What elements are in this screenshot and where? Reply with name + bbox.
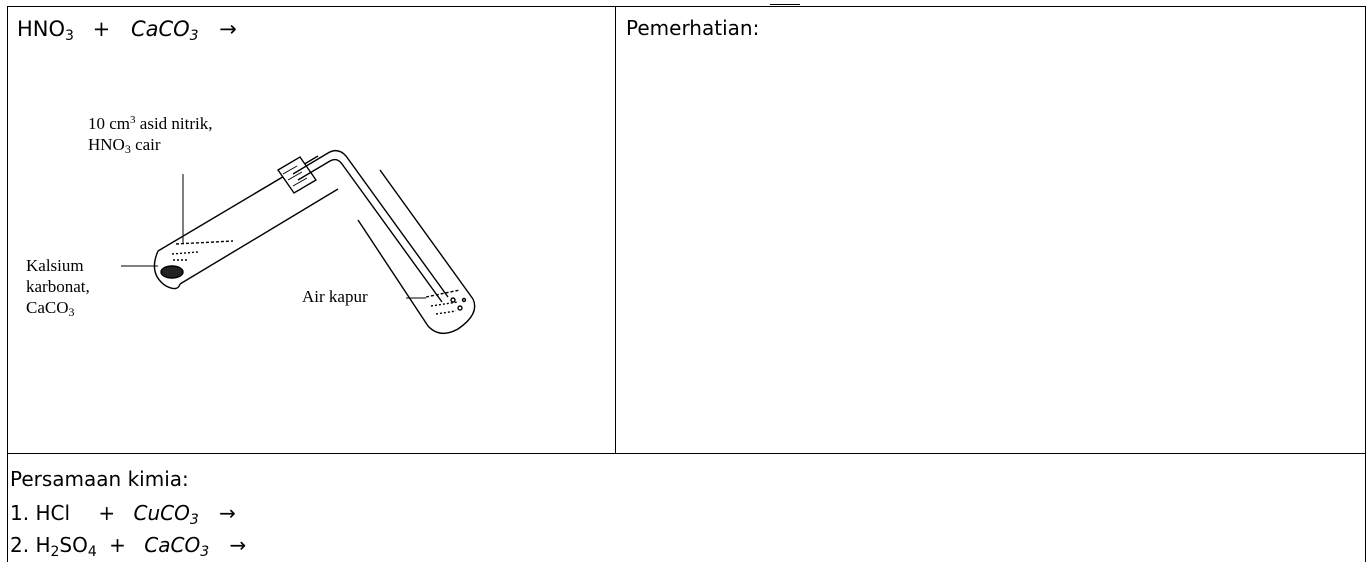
reactant-h2so4: H (35, 533, 51, 557)
reaction-arrow: → (229, 533, 247, 557)
delivery-tube-inner (297, 158, 443, 303)
delivery-tube-outer (292, 149, 449, 298)
plus-sign: + (92, 17, 111, 41)
subscript: 4 (87, 544, 97, 560)
apparatus-drawing (121, 149, 476, 334)
reactant-hcl: HCl (35, 501, 71, 525)
label-carbonate: karbonat, (26, 277, 90, 296)
label-limewater: Air kapur (302, 287, 368, 306)
subscript: 3 (189, 28, 199, 44)
equation-1: 1. HCl + CuCO3 → (10, 501, 236, 528)
experiment-cell: HNO3 + CaCO3 → (8, 7, 616, 453)
reaction-arrow: → (219, 17, 237, 41)
reactant-caco3: CaCO (130, 17, 190, 41)
subscript: 2 (50, 544, 60, 560)
equation-number: 1. (10, 501, 30, 525)
equation-2: 2. H2SO4 + CaCO3 → (10, 533, 247, 560)
reactant-caco3: CaCO (144, 533, 201, 557)
previous-page-fragment (0, 0, 1367, 6)
subscript: 3 (65, 28, 74, 44)
reactant-cuco3: CuCO (133, 501, 190, 525)
equation-number: 2. (10, 533, 30, 557)
fragment-mark (770, 0, 800, 5)
label-caco3: CaCO3 (26, 298, 75, 319)
chemical-equation-label: Persamaan kimia: (10, 467, 189, 491)
observation-label: Pemerhatian: (626, 16, 760, 40)
label-calcium: Kalsium (26, 256, 84, 275)
tube2-left-wall (379, 169, 474, 300)
reaction-arrow: → (219, 501, 236, 525)
tube1-lower-wall (179, 188, 339, 285)
tube2-right-wall (357, 219, 429, 327)
row-divider (8, 453, 1365, 454)
equation-hno3-caco3: HNO3 + CaCO3 → (17, 17, 237, 44)
reactant-h2so4-part: SO (59, 533, 88, 557)
observation-cell: Pemerhatian: (616, 7, 1365, 453)
subscript: 3 (189, 512, 199, 528)
plus-sign: + (109, 533, 126, 557)
tube2-bottom (427, 298, 476, 334)
apparatus-diagram: 10 cm3 asid nitrik, HNO3 cair Kalsium ka… (26, 114, 508, 368)
worksheet-table: HNO3 + CaCO3 → (7, 6, 1366, 562)
plus-sign: + (98, 501, 116, 525)
subscript: 3 (200, 544, 210, 560)
tube1-bottom (153, 250, 181, 290)
label-nitric-acid-volume: 10 cm3 asid nitrik, (88, 114, 213, 133)
reactant-hno3: HNO (17, 17, 66, 41)
label-nitric-acid-formula: HNO3 cair (88, 135, 161, 156)
